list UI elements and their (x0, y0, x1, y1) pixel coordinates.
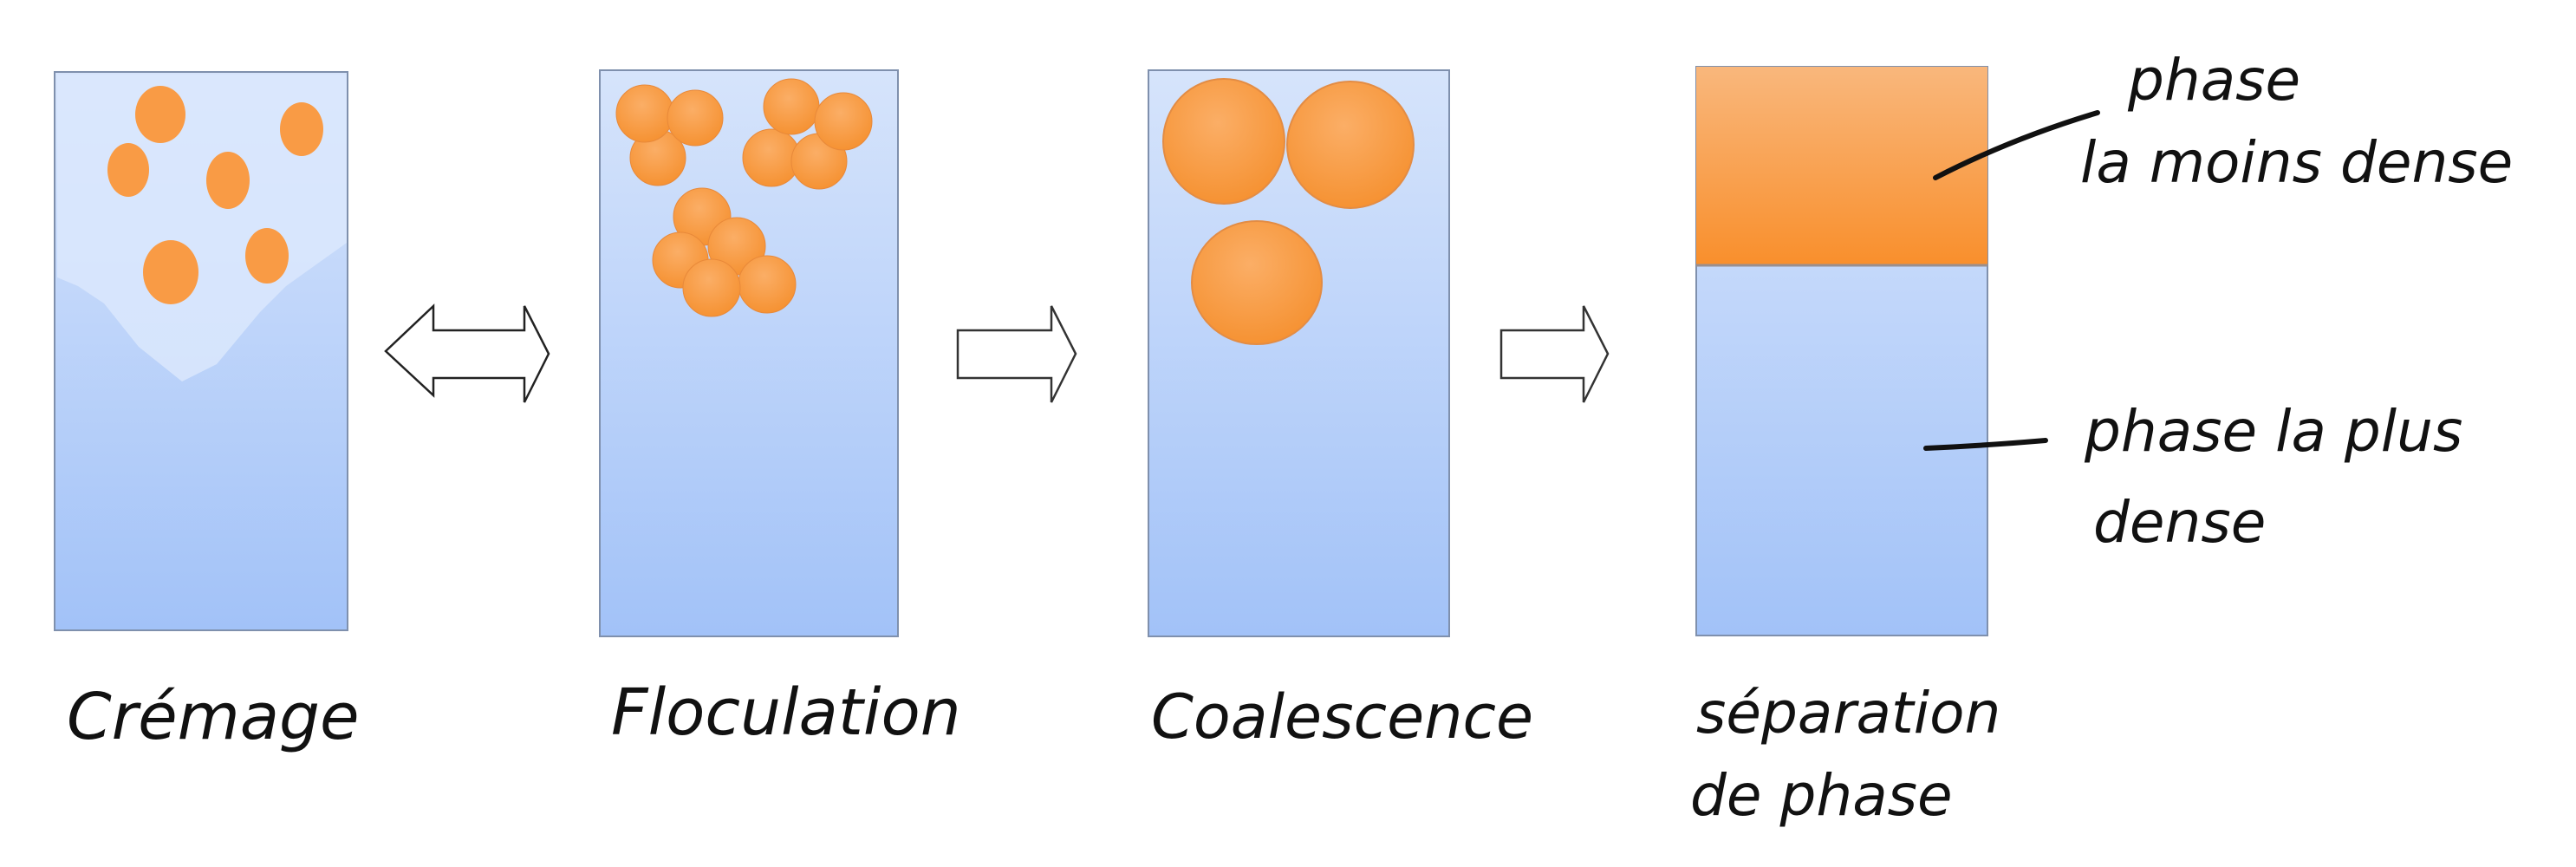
droplet (135, 86, 185, 143)
tube-phase-separation (1695, 66, 1988, 636)
droplet (143, 240, 198, 304)
label-cremage: Crémage (67, 680, 360, 754)
annotation-top-line1: phase (2128, 47, 2301, 114)
tube-coalescence (1148, 69, 1450, 637)
droplet (814, 92, 873, 151)
droplet (615, 84, 674, 143)
pointer-line-top (1933, 110, 2100, 180)
droplet (206, 152, 250, 209)
coalesced-drops (1162, 78, 1415, 345)
droplet (682, 258, 741, 317)
droplet (1162, 78, 1285, 205)
droplets (107, 86, 323, 304)
pointer-line-bottom (1923, 438, 2048, 451)
label-de-phase: de phase (1690, 762, 1953, 829)
droplet (738, 255, 797, 314)
label-floculation: Floculation (611, 675, 961, 750)
label-separation: séparation (1696, 680, 2001, 746)
tube-cremage (54, 71, 348, 631)
floc-clusters (615, 78, 873, 317)
droplet (245, 228, 289, 284)
right-arrow-icon (956, 305, 1077, 403)
droplet (280, 102, 323, 156)
right-arrow-icon (1499, 305, 1610, 403)
annotation-bottom-line1: phase la plus (2085, 398, 2463, 465)
double-arrow-icon (384, 303, 550, 403)
droplet (1286, 81, 1415, 209)
tube-floculation (599, 69, 899, 637)
droplet (763, 78, 820, 135)
droplet (1191, 220, 1323, 345)
annotation-top-line2: la moins dense (2080, 129, 2514, 196)
annotation-bottom-line2: dense (2093, 489, 2267, 556)
light-phase (1696, 67, 1987, 265)
droplet (107, 143, 149, 197)
droplet (667, 89, 724, 147)
label-coalescence: Coalescence (1151, 681, 1534, 753)
